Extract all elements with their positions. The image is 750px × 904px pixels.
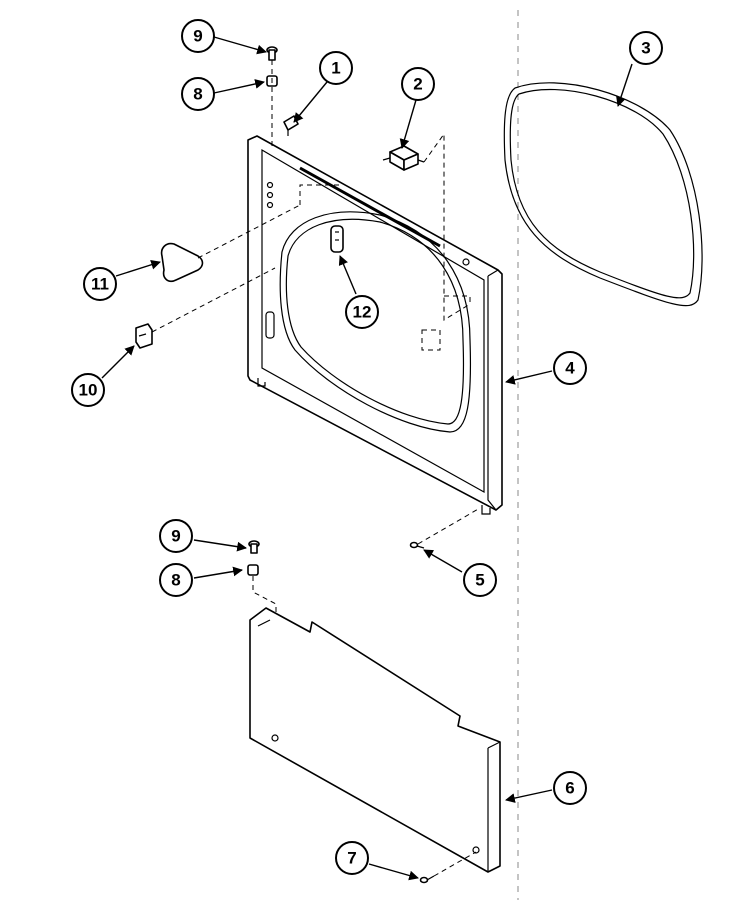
callout-7: 7	[335, 841, 369, 875]
callout-4: 4	[553, 351, 587, 385]
callout-12: 12	[345, 295, 379, 329]
svg-text:9: 9	[171, 527, 180, 546]
svg-text:4: 4	[565, 359, 575, 378]
svg-text:11: 11	[91, 275, 109, 294]
indicator-plug	[135, 323, 153, 349]
callout-6: 6	[553, 771, 587, 805]
nut-bottom	[247, 564, 259, 576]
screw-bottom	[248, 540, 260, 554]
triangle-badge	[160, 242, 204, 283]
svg-text:3: 3	[641, 39, 650, 58]
svg-text:2: 2	[413, 75, 422, 94]
callout-9-top: 9	[181, 19, 215, 53]
svg-text:1: 1	[331, 59, 340, 78]
callout-5: 5	[463, 563, 497, 597]
mount-hole	[266, 181, 274, 189]
svg-text:5: 5	[475, 571, 484, 590]
callout-3: 3	[629, 31, 663, 65]
mount-hole	[472, 846, 480, 854]
callout-8-bottom: 8	[159, 563, 193, 597]
svg-text:10: 10	[79, 381, 98, 400]
screw-top	[266, 46, 278, 61]
screw-7	[419, 875, 435, 884]
svg-text:6: 6	[565, 779, 574, 798]
callout-11: 11	[83, 267, 117, 301]
top-rim	[299, 166, 441, 248]
door-gasket	[503, 82, 703, 307]
callout-8-top: 8	[181, 77, 215, 111]
callout-2: 2	[401, 67, 435, 101]
door-switch	[382, 145, 425, 171]
mount-hole	[266, 191, 274, 199]
lower-kick-panel	[249, 607, 501, 873]
svg-text:12: 12	[353, 303, 372, 322]
door-catch	[330, 225, 344, 253]
callout-9-bottom: 9	[159, 519, 193, 553]
screw-5	[409, 541, 425, 549]
mount-hole	[462, 258, 470, 266]
latch-slot	[265, 311, 275, 339]
svg-text:8: 8	[193, 85, 202, 104]
svg-text:9: 9	[193, 27, 202, 46]
svg-text:7: 7	[347, 849, 356, 868]
callout-1: 1	[319, 51, 353, 85]
svg-text:8: 8	[171, 571, 180, 590]
callout-10: 10	[71, 373, 105, 407]
mount-hole	[266, 201, 274, 209]
front-panel	[247, 135, 503, 515]
mount-hole	[271, 734, 279, 742]
